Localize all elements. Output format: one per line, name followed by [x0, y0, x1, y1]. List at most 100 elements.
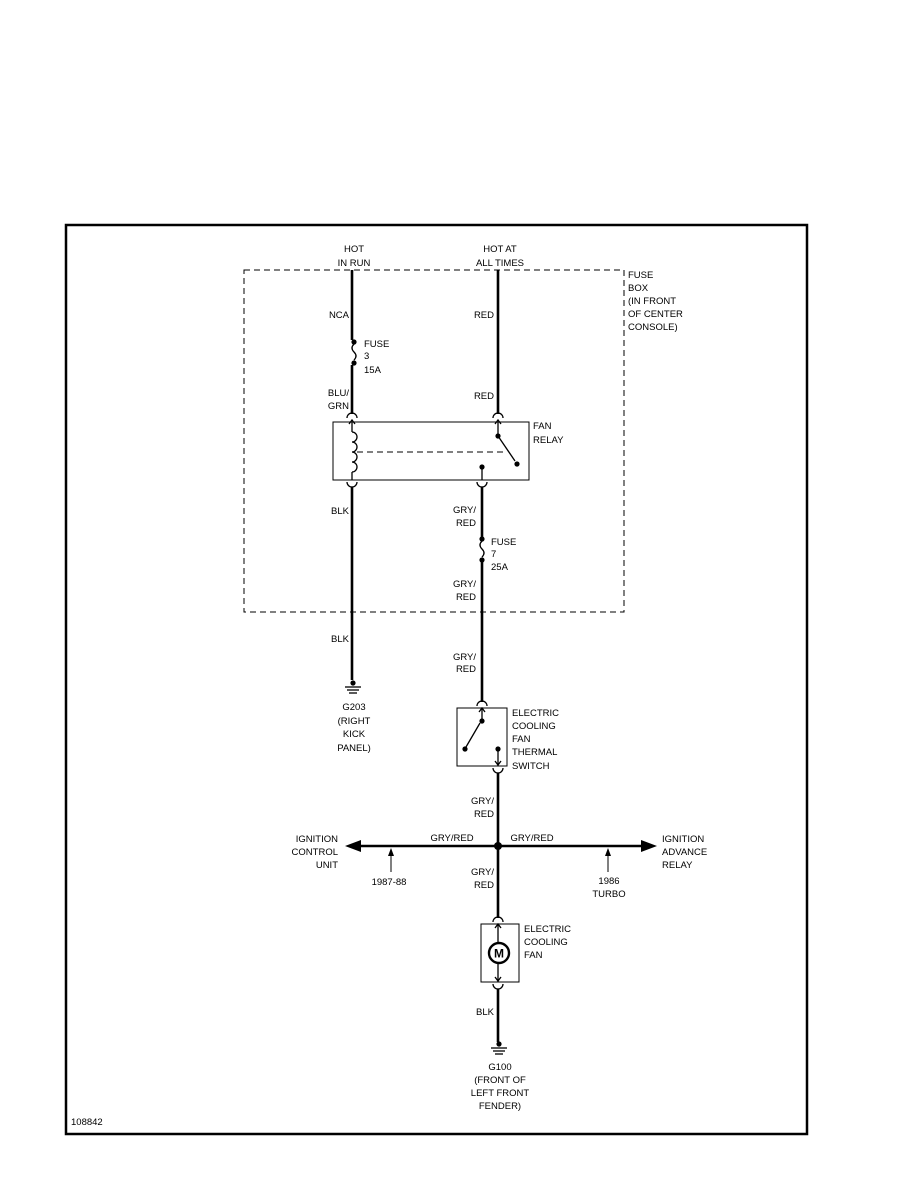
wire-label-gry-red-right: GRY/RED — [510, 833, 553, 844]
ground-g203-circuit — [345, 487, 361, 694]
wire-label-gry-red-3a: GRY/ — [453, 652, 476, 663]
g100-line-4: FENDER) — [479, 1101, 521, 1112]
g203-line-1: G203 — [342, 702, 365, 713]
fuse3-terminal-bottom — [351, 360, 357, 366]
ignition-control-unit-line-3: UNIT — [316, 860, 338, 871]
diagram-border — [64, 223, 809, 1136]
wire-label-blu-grn-1: BLU/ — [328, 388, 349, 399]
junction-circuit — [345, 773, 657, 918]
fuse7-symbol — [479, 540, 485, 558]
fan-connector-top — [492, 916, 504, 923]
ignition-control-unit-line-2: CONTROL — [292, 847, 338, 858]
gry-red-circuit — [476, 487, 488, 707]
fan-relay-line-1: FAN — [533, 421, 552, 432]
g203-line-3: KICK — [343, 729, 366, 740]
fuse3-symbol — [351, 343, 357, 361]
fuse-box-line-3: (IN FRONT — [628, 296, 676, 307]
relay-connector-right-bottom — [476, 481, 488, 488]
fuse3-terminal-top — [351, 339, 357, 345]
relay-connector-left-bottom — [346, 481, 358, 488]
figure-number: 108842 — [71, 1117, 103, 1128]
fuse3-line-1: FUSE — [364, 339, 389, 350]
fan-relay — [332, 418, 530, 481]
labels: HOT IN RUN HOT AT ALL TIMES FUSE BOX (IN… — [71, 244, 707, 1128]
wire-label-gry-red-1b: RED — [456, 518, 476, 529]
relay-coil — [351, 431, 358, 473]
cooling-fan-line-2: COOLING — [524, 937, 568, 948]
fuse3-line-2: 3 — [364, 351, 369, 362]
ground-g100-circuit — [491, 989, 507, 1055]
cooling-fan-box — [480, 923, 520, 983]
motor-icon — [487, 941, 511, 965]
relay-coil-arrow — [348, 418, 356, 425]
wire-label-gry-red-4a: GRY/ — [471, 796, 494, 807]
wire-label-gry-red-2a: GRY/ — [453, 579, 476, 590]
cooling-fan-motor: M — [480, 922, 520, 983]
ignition-control-unit-line-1: IGNITION — [296, 834, 338, 845]
hot-in-run-circuit — [346, 270, 358, 419]
wire-label-gry-red-5b: RED — [474, 880, 494, 891]
wire-label-gry-red-5a: GRY/ — [471, 867, 494, 878]
hot-at-all-times-line-2: ALL TIMES — [476, 258, 524, 269]
thermal-switch-line-4: THERMAL — [512, 747, 557, 758]
g100-line-2: (FRONT OF — [474, 1075, 526, 1086]
wire-label-red-top: RED — [474, 310, 494, 321]
thermal-switch-line-2: COOLING — [512, 721, 556, 732]
relay-switch-blade — [497, 435, 516, 462]
wire-label-gry-red-1a: GRY/ — [453, 505, 476, 516]
wire-label-blu-grn-2: GRN — [328, 401, 349, 412]
hot-at-all-times-circuit — [492, 270, 504, 419]
relay-switch-arrow — [494, 418, 502, 425]
fuse-box-line-1: FUSE — [628, 270, 653, 281]
g100-line-1: G100 — [488, 1062, 511, 1073]
ignition-advance-relay-line-3: RELAY — [662, 860, 693, 871]
junction-splice — [494, 842, 502, 850]
relay-connector-left-top — [346, 412, 358, 419]
wire-label-blk-ground: BLK — [331, 634, 350, 645]
g203-terminal — [350, 680, 356, 686]
relay-connector-right-top — [492, 412, 504, 419]
thermal-switch-line-1: ELECTRIC — [512, 708, 559, 719]
motor-symbol: M — [494, 947, 504, 961]
switch-connector-top — [476, 700, 488, 707]
cooling-fan-line-3: FAN — [524, 950, 543, 961]
arrow-to-ignition-control-unit — [345, 840, 361, 852]
fuse-box-outline — [243, 269, 625, 613]
hot-at-all-times-line-1: HOT AT — [483, 244, 517, 255]
fan-arrow-bottom — [494, 976, 502, 983]
fuse7-line-1: FUSE — [491, 537, 516, 548]
fuse7-terminal-bottom — [479, 557, 485, 563]
ignition-advance-relay-line-2: ADVANCE — [662, 847, 707, 858]
thermal-switch-contact-top — [479, 718, 485, 724]
pointer-1987-88-head — [388, 848, 394, 856]
fan-connector-bottom — [492, 983, 504, 990]
fuse-box-line-2: BOX — [628, 283, 649, 294]
relay-switch-contact — [514, 461, 520, 467]
wire-label-gry-red-2b: RED — [456, 592, 476, 603]
fuse7-line-3: 25A — [491, 562, 509, 573]
hot-in-run-line-1: HOT — [344, 244, 364, 255]
thermal-switch-arrow-bottom — [494, 760, 502, 767]
fuse7-terminal-top — [479, 536, 485, 542]
g100-line-3: LEFT FRONT — [471, 1088, 530, 1099]
fuse-box-line-4: OF CENTER — [628, 309, 683, 320]
thermal-switch-pivot — [462, 746, 468, 752]
wire-label-nca: NCA — [329, 310, 350, 321]
cooling-fan-line-1: ELECTRIC — [524, 924, 571, 935]
thermal-switch — [456, 706, 508, 767]
fuse3-line-3: 15A — [364, 365, 382, 376]
thermal-switch-line-3: FAN — [512, 734, 531, 745]
wire-label-gry-red-4b: RED — [474, 809, 494, 820]
thermal-switch-blade — [465, 722, 481, 748]
hot-in-run-line-2: IN RUN — [338, 258, 371, 269]
fan-arrow-top — [494, 922, 502, 929]
wire-label-blk-relay: BLK — [331, 506, 350, 517]
fan-relay-box — [332, 421, 530, 481]
fuse-box-line-5: CONSOLE) — [628, 322, 678, 333]
wire-label-red-mid: RED — [474, 391, 494, 402]
note-1986-turbo-line-1: 1986 — [598, 876, 619, 887]
note-1987-88: 1987-88 — [372, 877, 407, 888]
wire-label-gry-red-3b: RED — [456, 664, 476, 675]
g100-terminal — [496, 1041, 502, 1047]
